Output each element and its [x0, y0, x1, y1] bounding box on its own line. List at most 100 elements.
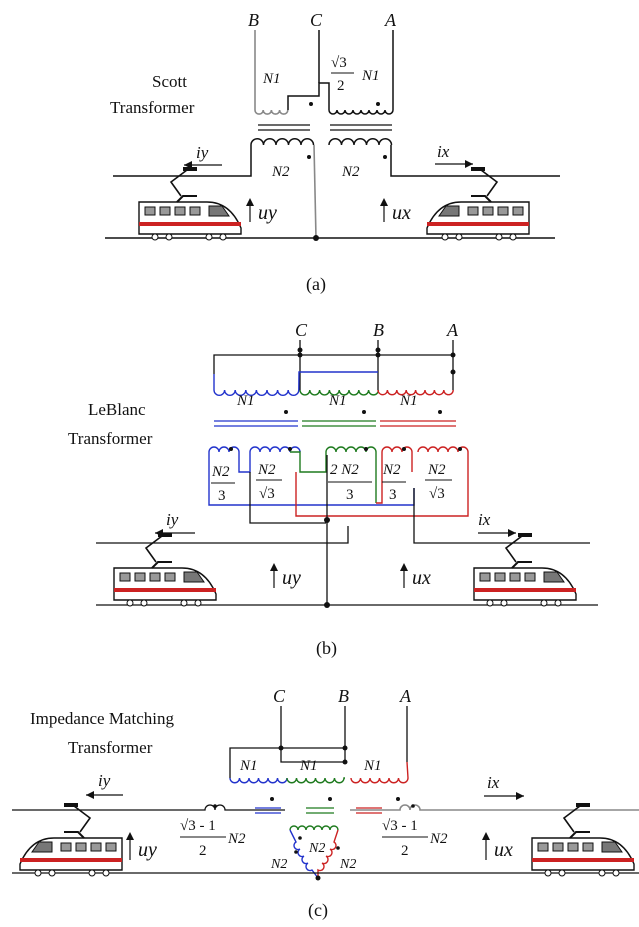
panel-a-wire-center — [287, 82, 330, 110]
panel-b-train-right-icon — [473, 532, 577, 607]
panel-c-n1-red: N1 — [363, 758, 382, 774]
panel-a-phase-c: C — [310, 10, 323, 30]
panel-c-ux: ux — [494, 839, 513, 861]
panel-b-n1-blue: N1 — [236, 393, 255, 409]
panel-a-ix: ix — [437, 142, 450, 161]
panel-b-train-left-icon — [113, 532, 217, 607]
panel-b-caption: (b) — [316, 638, 337, 659]
panel-c-n1-blue: N1 — [239, 758, 258, 774]
panel-c-caption: (c) — [308, 900, 328, 921]
panel-c-mid-bus — [280, 748, 345, 763]
panel-a: Scott Transformer B C A N1 √3 2 N1 — [105, 10, 560, 295]
panel-c-title-line2: Transformer — [68, 738, 153, 757]
panel-b-top-bus — [213, 354, 453, 374]
panel-b-sec-blue-1 — [208, 446, 240, 453]
panel-c-right-n2: N2 — [429, 831, 448, 847]
panel-c-phase-a: A — [399, 686, 412, 706]
panel-c: Impedance Matching Transformer C B A N1 … — [12, 686, 639, 921]
panel-b-f2-den: √3 — [259, 486, 275, 502]
panel-a-ix-arrowhead — [465, 160, 473, 168]
panel-a-caption: (a) — [306, 274, 326, 295]
panel-b-phase-a: A — [446, 320, 459, 340]
panel-c-delta-green — [289, 825, 339, 831]
panel-b-sec-red-2 — [417, 446, 469, 453]
panel-a-catenary-left — [113, 145, 252, 177]
panel-b: LeBlanc Transformer C B A N1 N1 N1 — [68, 320, 598, 659]
panel-c-phase-b: B — [338, 686, 349, 706]
panel-b-n1-green-coil — [299, 389, 380, 396]
panel-b-f3-num: 2 N2 — [330, 462, 359, 478]
panel-b-n1-red-coil — [377, 389, 454, 396]
panel-a-ux: ux — [392, 202, 411, 224]
panel-a-dot-3 — [307, 155, 311, 159]
panel-c-n1-green: N1 — [299, 758, 318, 774]
panel-b-sec-red-1 — [381, 446, 413, 453]
panel-c-left-fraction: √3 - 1 2 N2 — [180, 818, 246, 859]
panel-b-title-line2: Transformer — [68, 429, 153, 448]
panel-c-left-num: √3 - 1 — [180, 818, 216, 834]
panel-a-dot-2 — [376, 102, 380, 106]
panel-b-iy: iy — [166, 510, 179, 529]
panel-b-catenary-left — [96, 526, 349, 544]
panel-c-ix: ix — [487, 773, 500, 792]
panel-a-dot-1 — [309, 102, 313, 106]
panel-b-frac-3: 2 N2 3 — [328, 462, 372, 503]
panel-a-n1-left-coil — [254, 109, 289, 115]
panel-a-n2-left: N2 — [271, 164, 290, 180]
panel-c-left-den: 2 — [199, 843, 207, 859]
panel-c-delta-blue — [289, 829, 319, 879]
panel-c-right-fraction: √3 - 1 2 N2 — [382, 818, 448, 859]
panel-c-iy: iy — [98, 771, 111, 790]
panel-c-right-num: √3 - 1 — [382, 818, 418, 834]
panel-a-uy: uy — [258, 202, 277, 224]
panel-b-red-loop — [295, 452, 469, 517]
panel-a-ground-node — [313, 235, 319, 241]
panel-b-core — [214, 420, 456, 427]
panel-c-title-line1: Impedance Matching — [30, 709, 174, 728]
panel-b-ix: ix — [478, 510, 491, 529]
panel-b-f4-num: N2 — [382, 462, 401, 478]
panel-b-f5-den: √3 — [429, 486, 445, 502]
panel-a-iy: iy — [196, 143, 209, 162]
panel-a-two: 2 — [337, 78, 345, 94]
panel-b-blue-link — [238, 452, 251, 473]
panel-c-top-bus — [229, 747, 345, 778]
panel-b-f4-den: 3 — [389, 487, 397, 503]
panel-c-left-n2: N2 — [227, 831, 246, 847]
panel-b-f5-num: N2 — [427, 462, 446, 478]
panel-c-n1-green-coil — [286, 777, 345, 784]
panel-c-n1-red-coil — [350, 761, 409, 784]
panel-b-frac-1: N2 3 — [211, 464, 235, 504]
panel-a-train-right-icon — [426, 166, 530, 241]
panel-b-f2-num: N2 — [257, 462, 276, 478]
panel-c-train-right-icon — [531, 802, 635, 877]
panel-c-n2-right: N2 — [339, 857, 356, 872]
panel-a-n1-left: N1 — [262, 71, 281, 87]
panel-a-n2-right: N2 — [341, 164, 360, 180]
panel-c-core — [255, 807, 382, 814]
panel-b-blue-loop — [208, 452, 415, 506]
panel-b-n1-green: N1 — [328, 393, 347, 409]
panel-c-catenary-left — [12, 804, 285, 811]
panel-a-sqrt3: √3 — [331, 55, 347, 71]
panel-b-red-link — [376, 452, 383, 504]
panel-a-neutral — [313, 144, 317, 239]
panel-b-feeder-y — [249, 472, 326, 524]
panel-c-phase-c: C — [273, 686, 286, 706]
panel-b-sec-blue-2 — [249, 446, 301, 453]
panel-a-core — [258, 124, 392, 131]
panel-b-frac-2: N2 √3 — [256, 462, 282, 502]
panel-a-train-left-icon — [138, 166, 242, 241]
panel-c-n1-blue-coil — [229, 777, 288, 784]
panel-a-title-line1: Scott — [152, 72, 187, 91]
panel-b-ux: ux — [412, 567, 431, 589]
panel-b-frac-4: N2 3 — [382, 462, 406, 503]
panel-c-catenary-right — [350, 804, 639, 811]
panel-b-phase-b: B — [373, 320, 384, 340]
panel-b-title-line1: LeBlanc — [88, 400, 146, 419]
panel-b-sec-green — [325, 446, 377, 453]
panel-a-n1-right: N1 — [361, 68, 380, 84]
panel-c-n2-top: N2 — [308, 841, 325, 856]
panel-b-green-link-left — [290, 451, 327, 473]
